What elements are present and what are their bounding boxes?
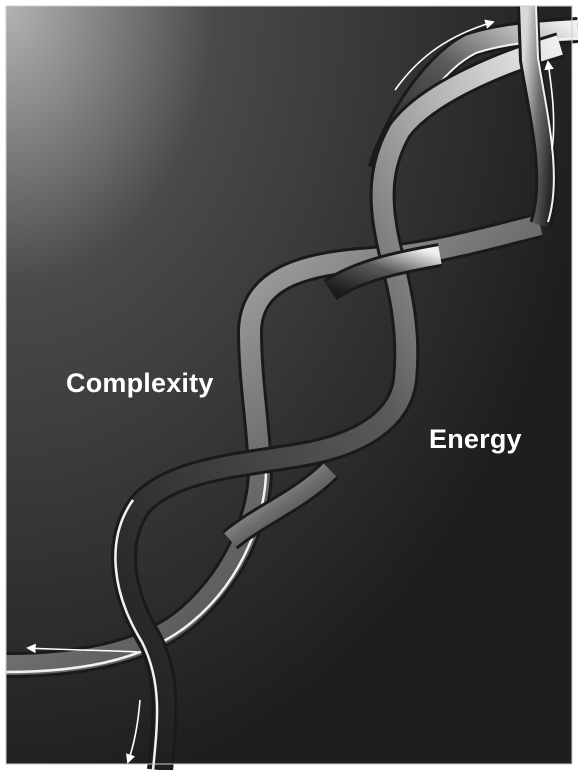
energy-label: Energy — [429, 424, 522, 455]
complexity-label: Complexity — [66, 368, 214, 399]
